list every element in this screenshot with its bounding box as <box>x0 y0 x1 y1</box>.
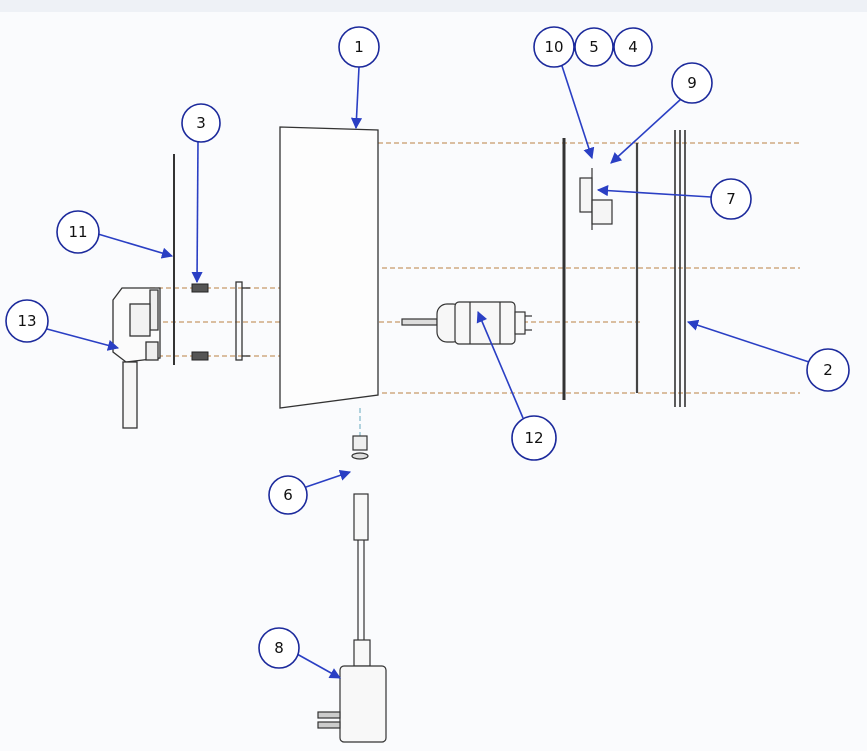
callout-bubble-1 <box>338 26 380 68</box>
callout-bubble-13 <box>5 299 49 343</box>
bracket-part-7 <box>579 168 613 230</box>
callout-bubbles <box>5 26 850 669</box>
motor-part-12 <box>401 301 532 345</box>
callout-bubble-3 <box>181 103 221 143</box>
callout-label-11: 11 <box>68 223 87 241</box>
callout-bubble-6 <box>268 475 308 515</box>
top-band <box>0 0 867 12</box>
rear-cover-part-2 <box>674 130 686 407</box>
callout-label-13: 13 <box>17 312 36 330</box>
callout-label-3: 3 <box>196 114 206 132</box>
callout-bubble-4 <box>613 27 653 67</box>
callout-bubble-5 <box>574 27 614 67</box>
callout-label-12: 12 <box>524 429 543 447</box>
screws-part-3 <box>191 283 209 361</box>
callout-label-7: 7 <box>726 190 736 208</box>
valve-part-13 <box>112 287 161 429</box>
housing-part-1 <box>279 126 379 409</box>
callout-label-9: 9 <box>687 74 697 92</box>
callout-label-2: 2 <box>823 361 833 379</box>
callout-bubble-2 <box>806 348 850 392</box>
callout-bubble-7 <box>710 178 752 220</box>
callout-label-6: 6 <box>283 486 293 504</box>
callout-label-8: 8 <box>274 639 284 657</box>
callout-label-4: 4 <box>628 38 638 56</box>
callout-bubble-10 <box>533 26 575 68</box>
callout-bubble-8 <box>258 627 300 669</box>
assembly-axis-lines <box>115 142 800 436</box>
callout-bubble-9 <box>671 62 713 104</box>
callout-bubble-11 <box>56 210 100 254</box>
power-adapter-part-8 <box>317 493 387 743</box>
callout-label-10: 10 <box>544 38 563 56</box>
flange-gasket <box>235 281 250 361</box>
callout-bubble-12 <box>511 415 557 461</box>
callout-label-1: 1 <box>354 38 364 56</box>
callout-label-5: 5 <box>589 38 599 56</box>
leader-lines <box>46 65 810 679</box>
connector-part-6 <box>351 435 369 460</box>
